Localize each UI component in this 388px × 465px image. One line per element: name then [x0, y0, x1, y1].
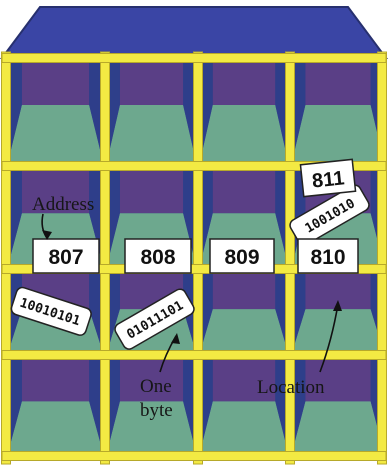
- address-label: Address: [32, 194, 94, 215]
- frame-shelf: [2, 54, 386, 63]
- address-tag-809: 809: [210, 239, 274, 273]
- frame-post: [2, 52, 11, 464]
- one-byte-label-line1: One: [140, 376, 172, 397]
- frame-shelf: [2, 351, 386, 360]
- memory-cell: [6, 58, 105, 170]
- memory-cell: [290, 58, 386, 170]
- address-810: 810: [310, 246, 345, 269]
- location-label: Location: [257, 377, 325, 398]
- address-tag-807: 807: [33, 239, 99, 273]
- memory-cell: [198, 58, 290, 170]
- address-tag-810: 810: [298, 239, 358, 273]
- frame-post: [378, 52, 387, 464]
- memory-cell: [105, 58, 198, 170]
- frame-shelf: [2, 452, 386, 461]
- address-tag-811: 811: [300, 159, 355, 196]
- one-byte-label-line2: byte: [140, 400, 173, 421]
- address-811: 811: [311, 167, 345, 192]
- address-808: 808: [140, 246, 175, 269]
- address-809: 809: [224, 246, 259, 269]
- memory-cell: [198, 359, 290, 460]
- address-tag-808: 808: [125, 239, 191, 273]
- memory-cell: [198, 273, 290, 359]
- frame-post: [194, 52, 203, 464]
- cabinet-roof: [2, 7, 386, 58]
- memory-cell: [290, 273, 386, 359]
- memory-cell: [290, 359, 386, 460]
- frame-post: [286, 52, 295, 464]
- frame-post: [101, 52, 110, 464]
- memory-cell: [6, 359, 105, 460]
- address-807: 807: [48, 246, 83, 269]
